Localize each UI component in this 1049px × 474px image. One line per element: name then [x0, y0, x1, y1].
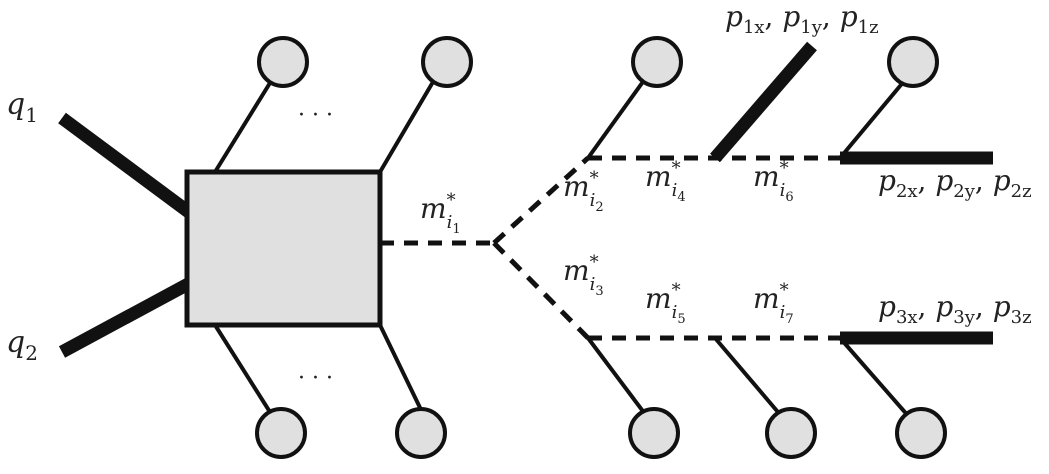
label-m2: m*i2	[563, 168, 604, 215]
box-leg-top-left	[213, 68, 280, 174]
blob-top-1	[257, 36, 309, 88]
ellipsis-bottom: · · ·	[298, 366, 333, 391]
branch-leg-top-1	[586, 70, 652, 160]
label-m6: m*i6	[753, 158, 794, 205]
propagator-m2	[492, 156, 590, 245]
branch-leg-bottom-3	[838, 336, 912, 420]
label-p1: p1x, p1y, p1z	[725, 0, 879, 38]
blob-top-4	[887, 36, 939, 88]
branch-leg-bottom-1	[586, 336, 650, 420]
branch-leg-bottom-2	[713, 336, 785, 420]
blob-bottom-5	[895, 407, 947, 459]
box-leg-bottom-right	[378, 324, 427, 419]
blob-bottom-3	[628, 407, 680, 459]
box-legs	[213, 68, 442, 422]
propagators	[380, 155, 840, 341]
external-blobs	[255, 36, 947, 459]
outgoing-lines	[710, 41, 993, 345]
blob-bottom-4	[765, 407, 817, 459]
label-p3: p3x, p3y, p3z	[878, 290, 1032, 328]
label-m1: m*i1	[420, 190, 461, 237]
incoming-line-q2	[58, 277, 194, 358]
label-m7: m*i7	[753, 280, 794, 327]
label-q2: q2	[6, 325, 38, 365]
outgoing-line-p1	[710, 41, 817, 163]
blob-top-3	[631, 36, 683, 88]
label-m3: m*i3	[563, 252, 604, 299]
box-leg-top-right	[378, 68, 442, 174]
blob-top-2	[421, 36, 473, 88]
blob-bottom-1	[255, 407, 307, 459]
label-m4: m*i4	[645, 158, 686, 205]
label-p2: p2x, p2y, p2z	[878, 164, 1032, 202]
label-m5: m*i5	[645, 280, 686, 327]
box-leg-bottom-left	[213, 323, 277, 422]
blob-bottom-2	[395, 407, 447, 459]
interaction-box	[184, 169, 383, 328]
label-q1: q1	[6, 87, 38, 127]
ellipsis-top: · · ·	[298, 103, 333, 128]
branch-leg-top-3	[838, 78, 907, 160]
branch-legs	[586, 70, 912, 420]
incoming-line-q1	[58, 112, 194, 219]
